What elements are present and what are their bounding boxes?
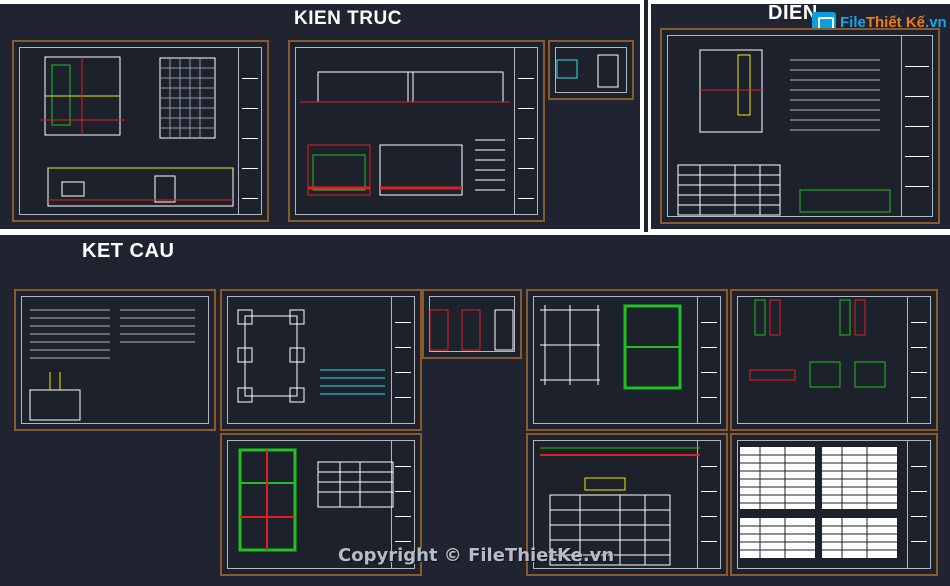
struct-slab-drawing (238, 448, 394, 552)
sheet-struct-foundation-plan[interactable] (220, 289, 422, 431)
sheet-struct-footing-detail[interactable] (422, 289, 522, 359)
logo-domain: .vn (925, 14, 947, 31)
struct-sections-drawing (749, 299, 886, 388)
rebar-table-lines (740, 447, 897, 558)
vertical-divider-right (644, 0, 648, 232)
sheet-struct-beam-detail[interactable] (526, 433, 728, 576)
vertical-divider-right-line (648, 0, 651, 232)
heading-kien-truc: KIEN TRUC (294, 8, 402, 29)
arch-elevation-drawing (300, 71, 510, 196)
electrical-drawing (677, 49, 891, 216)
sheet-arch-elevation[interactable] (288, 40, 545, 222)
copyright-watermark: Copyright © FileThietKe.vn (338, 545, 615, 566)
logo-text: FileThiết Kế.vn (840, 14, 947, 31)
sheet-arch-plan[interactable] (12, 40, 269, 222)
arch-floor-plan-drawing (40, 56, 234, 207)
sheet-struct-notes[interactable] (14, 289, 216, 431)
struct-beam-detail-drawing (540, 447, 700, 566)
heading-dien: DIEN (768, 2, 818, 24)
heading-ket-cau: KET CAU (82, 240, 175, 262)
sheet-struct-beam-plan[interactable] (526, 289, 728, 431)
struct-foundation-drawing (237, 309, 385, 403)
struct-footing-drawing (429, 309, 514, 351)
arch-small-detail (556, 54, 619, 88)
section-divider-band (0, 229, 950, 235)
top-border-band (0, 0, 950, 4)
vertical-divider-left (640, 0, 646, 232)
struct-beam-plan-drawing (540, 304, 682, 390)
sheet-arch-detail-small[interactable] (548, 40, 634, 100)
sheet-struct-slab-plan[interactable] (220, 433, 422, 576)
logo-brand-accent: Thiết Kế (865, 14, 926, 31)
struct-notes-drawing (29, 309, 195, 421)
struct-rebar-tables-drawing (740, 447, 897, 558)
logo-brand: File (840, 14, 866, 31)
